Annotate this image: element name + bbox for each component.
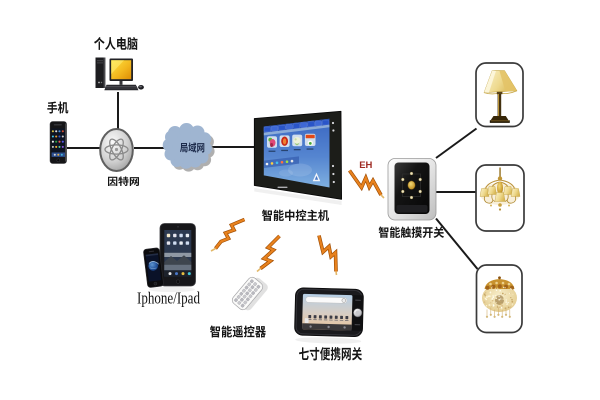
svg-text:EH: EH — [359, 160, 372, 171]
svg-text:Iphone/Ipad: Iphone/Ipad — [137, 289, 201, 308]
